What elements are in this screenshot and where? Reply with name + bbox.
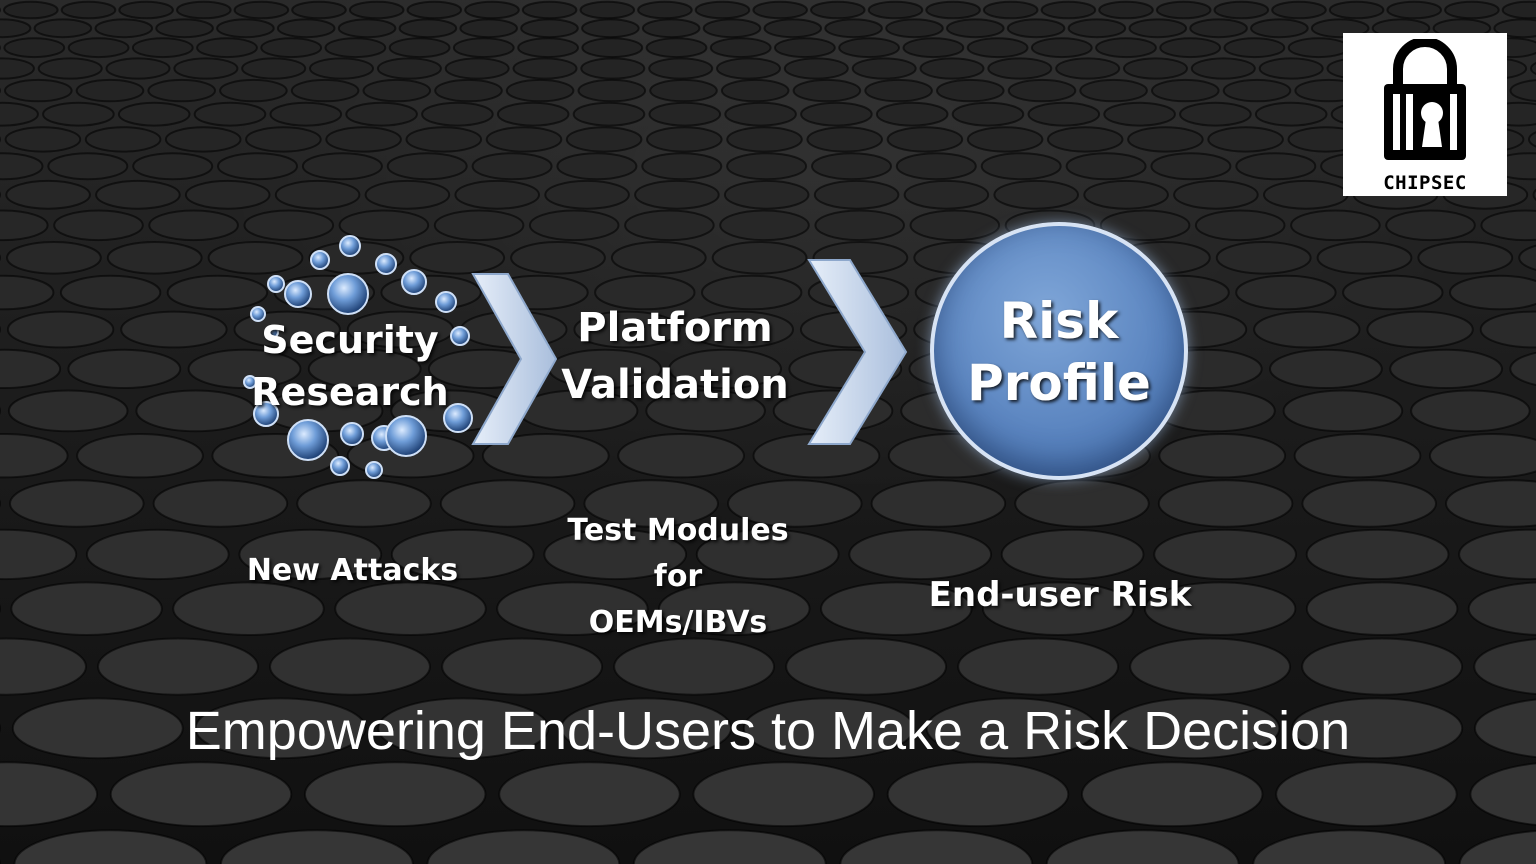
- risk-line2: Profile: [967, 354, 1151, 412]
- bubble: [267, 275, 285, 293]
- bubble: [450, 326, 470, 346]
- bubble: [250, 306, 266, 322]
- platform-validation-label: Platform Validation: [555, 300, 795, 414]
- risk-line1: Risk: [999, 292, 1119, 350]
- modules-line2: for: [653, 559, 703, 594]
- bubble: [401, 269, 427, 295]
- bubble: [287, 419, 329, 461]
- bubble: [330, 456, 350, 476]
- bubble: [327, 273, 369, 315]
- bubble: [243, 375, 257, 389]
- new-attacks-caption: New Attacks: [246, 553, 459, 588]
- chevron-right-icon: [471, 273, 558, 445]
- bubble: [443, 403, 473, 433]
- research-line1: Security: [261, 318, 439, 362]
- bubble: [265, 325, 279, 339]
- bubble: [310, 250, 330, 270]
- research-line2: Research: [251, 370, 449, 414]
- headline: Empowering End-Users to Make a Risk Deci…: [185, 701, 1351, 761]
- modules-line3: OEMs/IBVs: [588, 605, 768, 640]
- risk-profile-label: Risk Profile: [930, 290, 1188, 414]
- security-research-bubbles: [243, 235, 473, 479]
- test-modules-caption: Test Modules for OEMs/IBVs: [548, 508, 808, 646]
- bubble: [340, 422, 364, 446]
- end-user-risk-caption: End-user Risk: [928, 575, 1192, 615]
- bubble: [284, 280, 312, 308]
- bubble: [385, 415, 427, 457]
- logo-text: CHIPSEC: [1383, 172, 1467, 194]
- bubble: [435, 291, 457, 313]
- chipsec-logo: CHIPSEC: [1343, 33, 1507, 196]
- modules-line1: Test Modules: [567, 513, 789, 548]
- risk-profile-circle: [930, 222, 1188, 480]
- bubble: [253, 401, 279, 427]
- security-research-label: Security Research: [240, 314, 460, 418]
- validation-line1: Platform: [577, 305, 773, 351]
- chevron-right-icon: [807, 259, 908, 445]
- bubble: [365, 461, 383, 479]
- padlock-keyhole-icon: [1384, 39, 1466, 160]
- validation-line2: Validation: [561, 362, 789, 408]
- bubble: [375, 253, 397, 275]
- bubble: [339, 235, 361, 257]
